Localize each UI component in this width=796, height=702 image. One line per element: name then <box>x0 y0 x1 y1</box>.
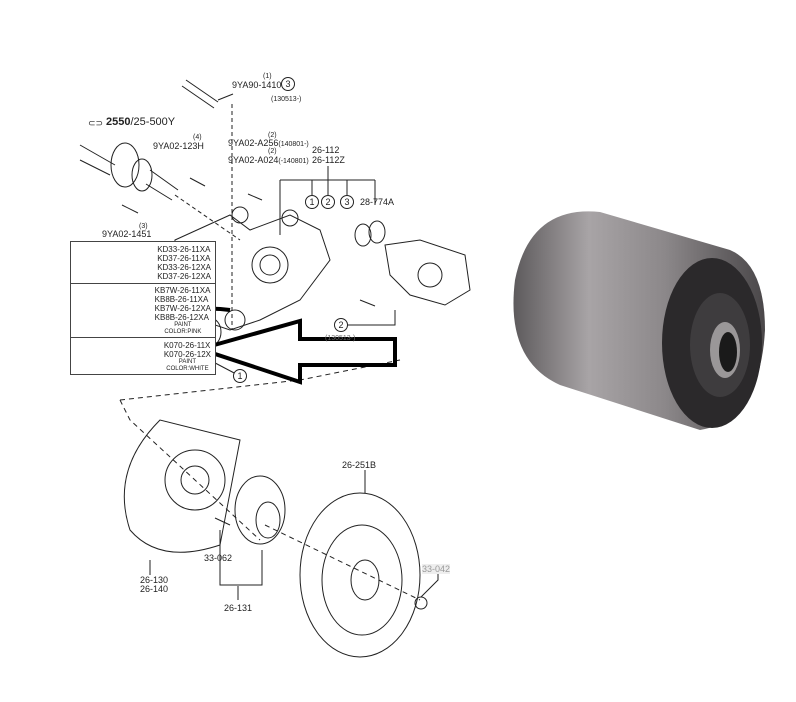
assembly-dashed-line <box>119 359 401 541</box>
part-number-nut[interactable]: 33-042 <box>422 564 451 574</box>
part-qty: (4) <box>193 134 202 141</box>
wheel-stud-part <box>181 79 234 109</box>
caliper-part <box>384 239 471 306</box>
part-number-bolt-c[interactable]: 9YA02-A024(-140801) <box>228 155 309 167</box>
legend-box-1: KD33-26-11XA KD37-26-11XA KD33-26-12XA K… <box>70 241 216 285</box>
nut-part <box>414 572 439 610</box>
legend-part[interactable]: KB8B-26-12XA <box>154 313 209 322</box>
date-range: (130513-) <box>271 96 302 103</box>
part-number-shield[interactable]: 26-130 <box>140 575 169 585</box>
part-number-disc[interactable]: 26-251B <box>342 460 377 470</box>
legend-part[interactable]: K070-26-12X <box>163 350 211 359</box>
part-number-knuckle[interactable]: 26-112 <box>312 145 340 155</box>
legend-parts: KD33-26-11XA KD37-26-11XA KD33-26-12XA K… <box>157 245 211 281</box>
part-number-bushing[interactable]: 28-774A <box>360 197 395 207</box>
shaft-suffix: /25-500Y <box>130 116 176 128</box>
legend-part[interactable]: KD37-26-11XA <box>157 254 211 263</box>
bolt-part <box>121 177 396 326</box>
callout-circle: 1 <box>233 369 247 383</box>
part-number-bolt-b[interactable]: 9YA02-A256(140801-) <box>228 138 309 150</box>
bolt-b-date: (140801-) <box>278 141 309 148</box>
part-number-hub-bolt[interactable]: 33-062 <box>204 553 233 563</box>
highlight-arrow-icon <box>193 318 397 385</box>
legend-part[interactable]: KB7W-26-12XA <box>154 304 211 313</box>
part-number-knuckle-z[interactable]: 26-112Z <box>312 155 345 165</box>
part-number-shaft[interactable]: 2550/25-500Y <box>106 116 176 128</box>
paint-color: COLOR:WHITE <box>166 366 209 372</box>
part-qty: (2) <box>268 148 277 155</box>
part-qty: (3) <box>139 223 148 230</box>
bolt-c-date: (-140801) <box>278 158 309 165</box>
bolt-b-number: 9YA02-A256 <box>228 138 279 148</box>
callout-circle: 3 <box>281 77 295 91</box>
bolt-c-number: 9YA02-A024 <box>228 155 279 165</box>
part-number-hub[interactable]: 26-131 <box>224 603 253 613</box>
brake-disc-part <box>264 470 421 658</box>
legend-part[interactable]: KD33-26-11XA <box>157 245 211 254</box>
shaft-prefix: 2550 <box>106 116 131 128</box>
part-number-bolt-d[interactable]: 9YA02-1451 <box>102 229 152 239</box>
bushing-photo <box>513 211 765 430</box>
legend-part[interactable]: KB8B-26-11XA <box>154 295 209 304</box>
part-qty: (1) <box>263 73 272 80</box>
callout-circle: 2 <box>334 318 348 332</box>
legend-part[interactable]: KB7W-26-11XA <box>154 286 211 295</box>
part-number-shield-b[interactable]: 26-140 <box>140 584 169 594</box>
legend-box-2: KB7W-26-11XA KB8B-26-11XA KB7W-26-12XA K… <box>70 283 216 339</box>
legend-part[interactable]: KD33-26-12XA <box>157 263 211 272</box>
leader-bracket <box>279 166 376 235</box>
paint-note: PAINT <box>178 359 197 365</box>
part-number-bolt-a[interactable]: 9YA02-123H <box>153 141 204 151</box>
callout-circle: 3 <box>340 195 354 209</box>
boot-icon: ⊂⊃ <box>88 118 104 128</box>
legend-parts: KB7W-26-11XA KB8B-26-11XA KB7W-26-12XA K… <box>155 286 211 336</box>
paint-color: COLOR:PINK <box>164 329 202 335</box>
date-range: (130513-) <box>325 335 356 342</box>
paint-note: PAINT <box>174 322 192 328</box>
legend-parts: K070-26-11X K070-26-12X PAINT COLOR:WHIT… <box>164 341 211 373</box>
hub-part <box>214 475 286 586</box>
legend-part[interactable]: K070-26-11X <box>163 341 211 350</box>
callout-circle: 1 <box>305 195 319 209</box>
drive-shaft-part <box>79 142 241 241</box>
legend-part[interactable]: KD37-26-12XA <box>157 272 211 281</box>
callout-circle: 2 <box>321 195 335 209</box>
part-qty: (2) <box>268 132 277 139</box>
part-number-stud[interactable]: 9YA90-1410 <box>232 80 282 90</box>
dust-shield-part <box>123 419 241 553</box>
legend-box-3: K070-26-11X K070-26-12X PAINT COLOR:WHIT… <box>70 337 216 375</box>
